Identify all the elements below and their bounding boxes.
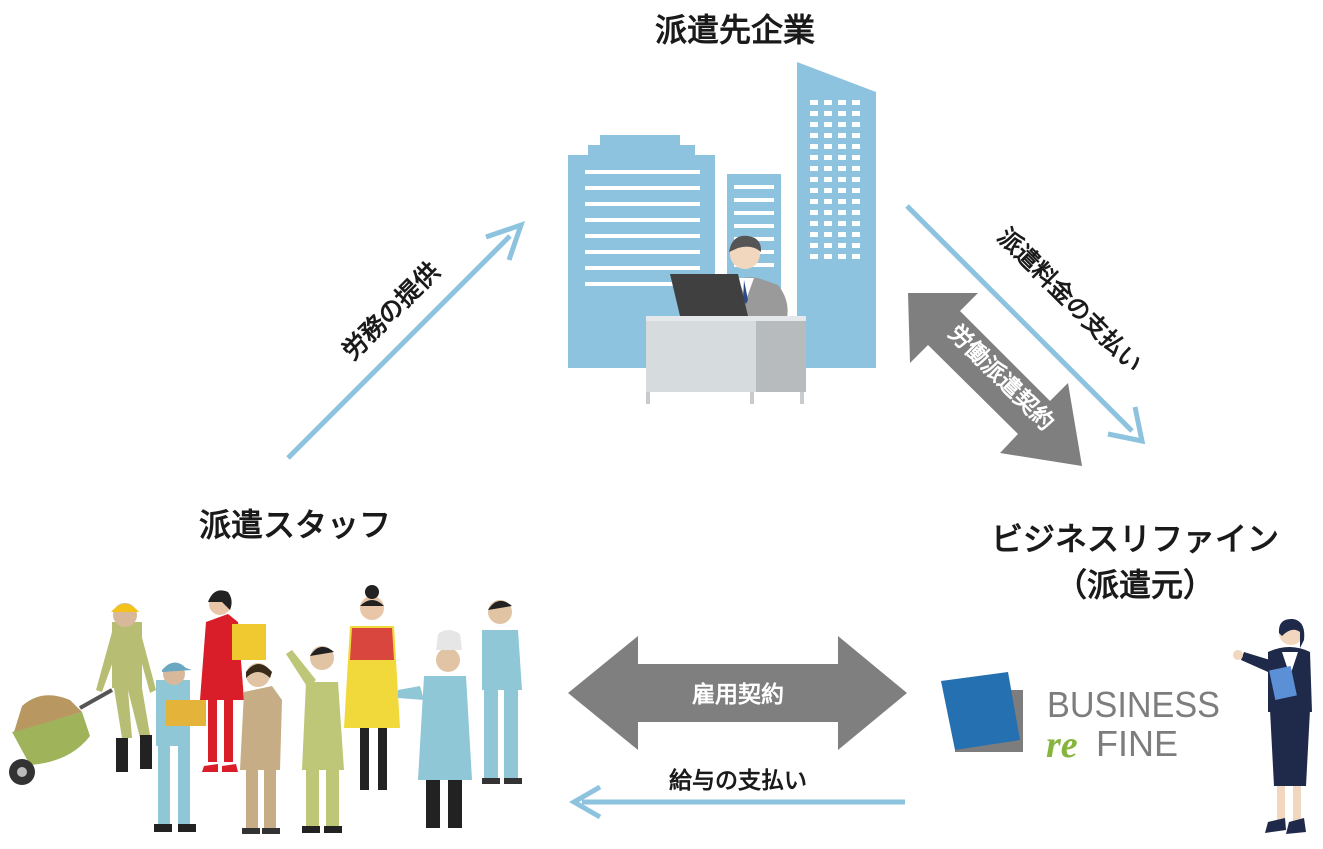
salary-payment-label: 給与の支払い	[669, 767, 807, 794]
cafe-staff-woman	[344, 585, 400, 790]
building-window	[852, 122, 860, 127]
building-window	[838, 177, 846, 182]
building-window	[852, 155, 860, 160]
building-window	[810, 144, 818, 149]
building-window	[852, 100, 860, 105]
building-window	[824, 144, 832, 149]
labor-provision-arrow: 労務の提供	[286, 220, 526, 460]
logo-re: re	[1046, 724, 1078, 766]
building-window	[810, 199, 818, 204]
labor-provision-label: 労務の提供	[337, 257, 446, 366]
salary-payment-arrow: 給与の支払い	[568, 767, 905, 820]
office-buildings-icon	[568, 62, 876, 368]
employment-contract-arrow: 雇用契約	[568, 636, 907, 750]
agency-name: ビジネスリファイン	[990, 520, 1279, 558]
building-window	[838, 111, 846, 116]
building-window	[824, 133, 832, 138]
building-window	[824, 210, 832, 215]
building-window	[810, 243, 818, 248]
agency-label: ビジネスリファイン （派遣元）	[960, 516, 1310, 608]
shop-staff-woman	[200, 590, 266, 772]
building-window	[852, 199, 860, 204]
building-window	[838, 166, 846, 171]
building-window	[852, 144, 860, 149]
building-window	[852, 254, 860, 259]
building-window	[810, 254, 818, 259]
building-window	[824, 243, 832, 248]
building-window	[852, 221, 860, 226]
building-window	[838, 122, 846, 127]
building-window	[824, 199, 832, 204]
building-window	[824, 254, 832, 259]
dispatch-contract-label: 労働派遣契約	[943, 319, 1060, 436]
building-window	[824, 100, 832, 105]
building-window	[824, 188, 832, 193]
building-window	[810, 133, 818, 138]
dispatch-staff-label: 派遣スタッフ	[198, 506, 391, 544]
building-window	[852, 232, 860, 237]
building-window	[838, 254, 846, 259]
building-window	[824, 177, 832, 182]
chef-worker	[398, 630, 472, 828]
building-window	[838, 232, 846, 237]
building-window	[838, 221, 846, 226]
building-window	[810, 166, 818, 171]
building-window	[824, 155, 832, 160]
building-window	[838, 188, 846, 193]
client-company-label: 派遣先企業	[654, 11, 815, 49]
dispatch-fee-label: 派遣料金の支払い	[992, 223, 1148, 379]
building-window	[838, 210, 846, 215]
businesswoman-icon	[1233, 618, 1312, 834]
building-window	[810, 232, 818, 237]
employment-contract-label: 雇用契約	[692, 681, 784, 708]
building-window	[838, 199, 846, 204]
building-window	[852, 243, 860, 248]
technician-worker	[482, 600, 522, 784]
office-staff-man	[286, 646, 344, 833]
diverse-workers-group-icon	[9, 585, 522, 834]
building-window	[810, 188, 818, 193]
dispatch-contract-arrow: 労働派遣契約	[908, 293, 1082, 466]
building-window	[810, 111, 818, 116]
building-window	[838, 144, 846, 149]
building-window	[824, 166, 832, 171]
building-window	[852, 210, 860, 215]
building-window	[810, 221, 818, 226]
building-window	[838, 100, 846, 105]
building-window	[810, 100, 818, 105]
building-window	[824, 111, 832, 116]
office-worker-at-desk-icon	[646, 235, 806, 404]
building-window	[824, 221, 832, 226]
building-window	[838, 155, 846, 160]
logo-fine: FINE	[1096, 723, 1178, 764]
building-window	[810, 210, 818, 215]
building-window	[852, 177, 860, 182]
building-window	[810, 177, 818, 182]
logo-business: BUSINESS	[1047, 684, 1220, 725]
building-window	[852, 133, 860, 138]
delivery-worker	[154, 662, 206, 832]
wheelbarrow-worker	[9, 603, 156, 785]
staff-worker-brown	[240, 663, 282, 834]
building-window	[810, 122, 818, 127]
building-window	[810, 155, 818, 160]
business-refine-logo: BUSINESS re FINE	[941, 672, 1220, 766]
building-window	[838, 243, 846, 248]
building-window	[852, 111, 860, 116]
building-window	[852, 188, 860, 193]
building-window	[852, 166, 860, 171]
building-window	[824, 122, 832, 127]
agency-subtitle: （派遣元）	[1054, 566, 1215, 604]
building-window	[824, 232, 832, 237]
building-window	[838, 133, 846, 138]
